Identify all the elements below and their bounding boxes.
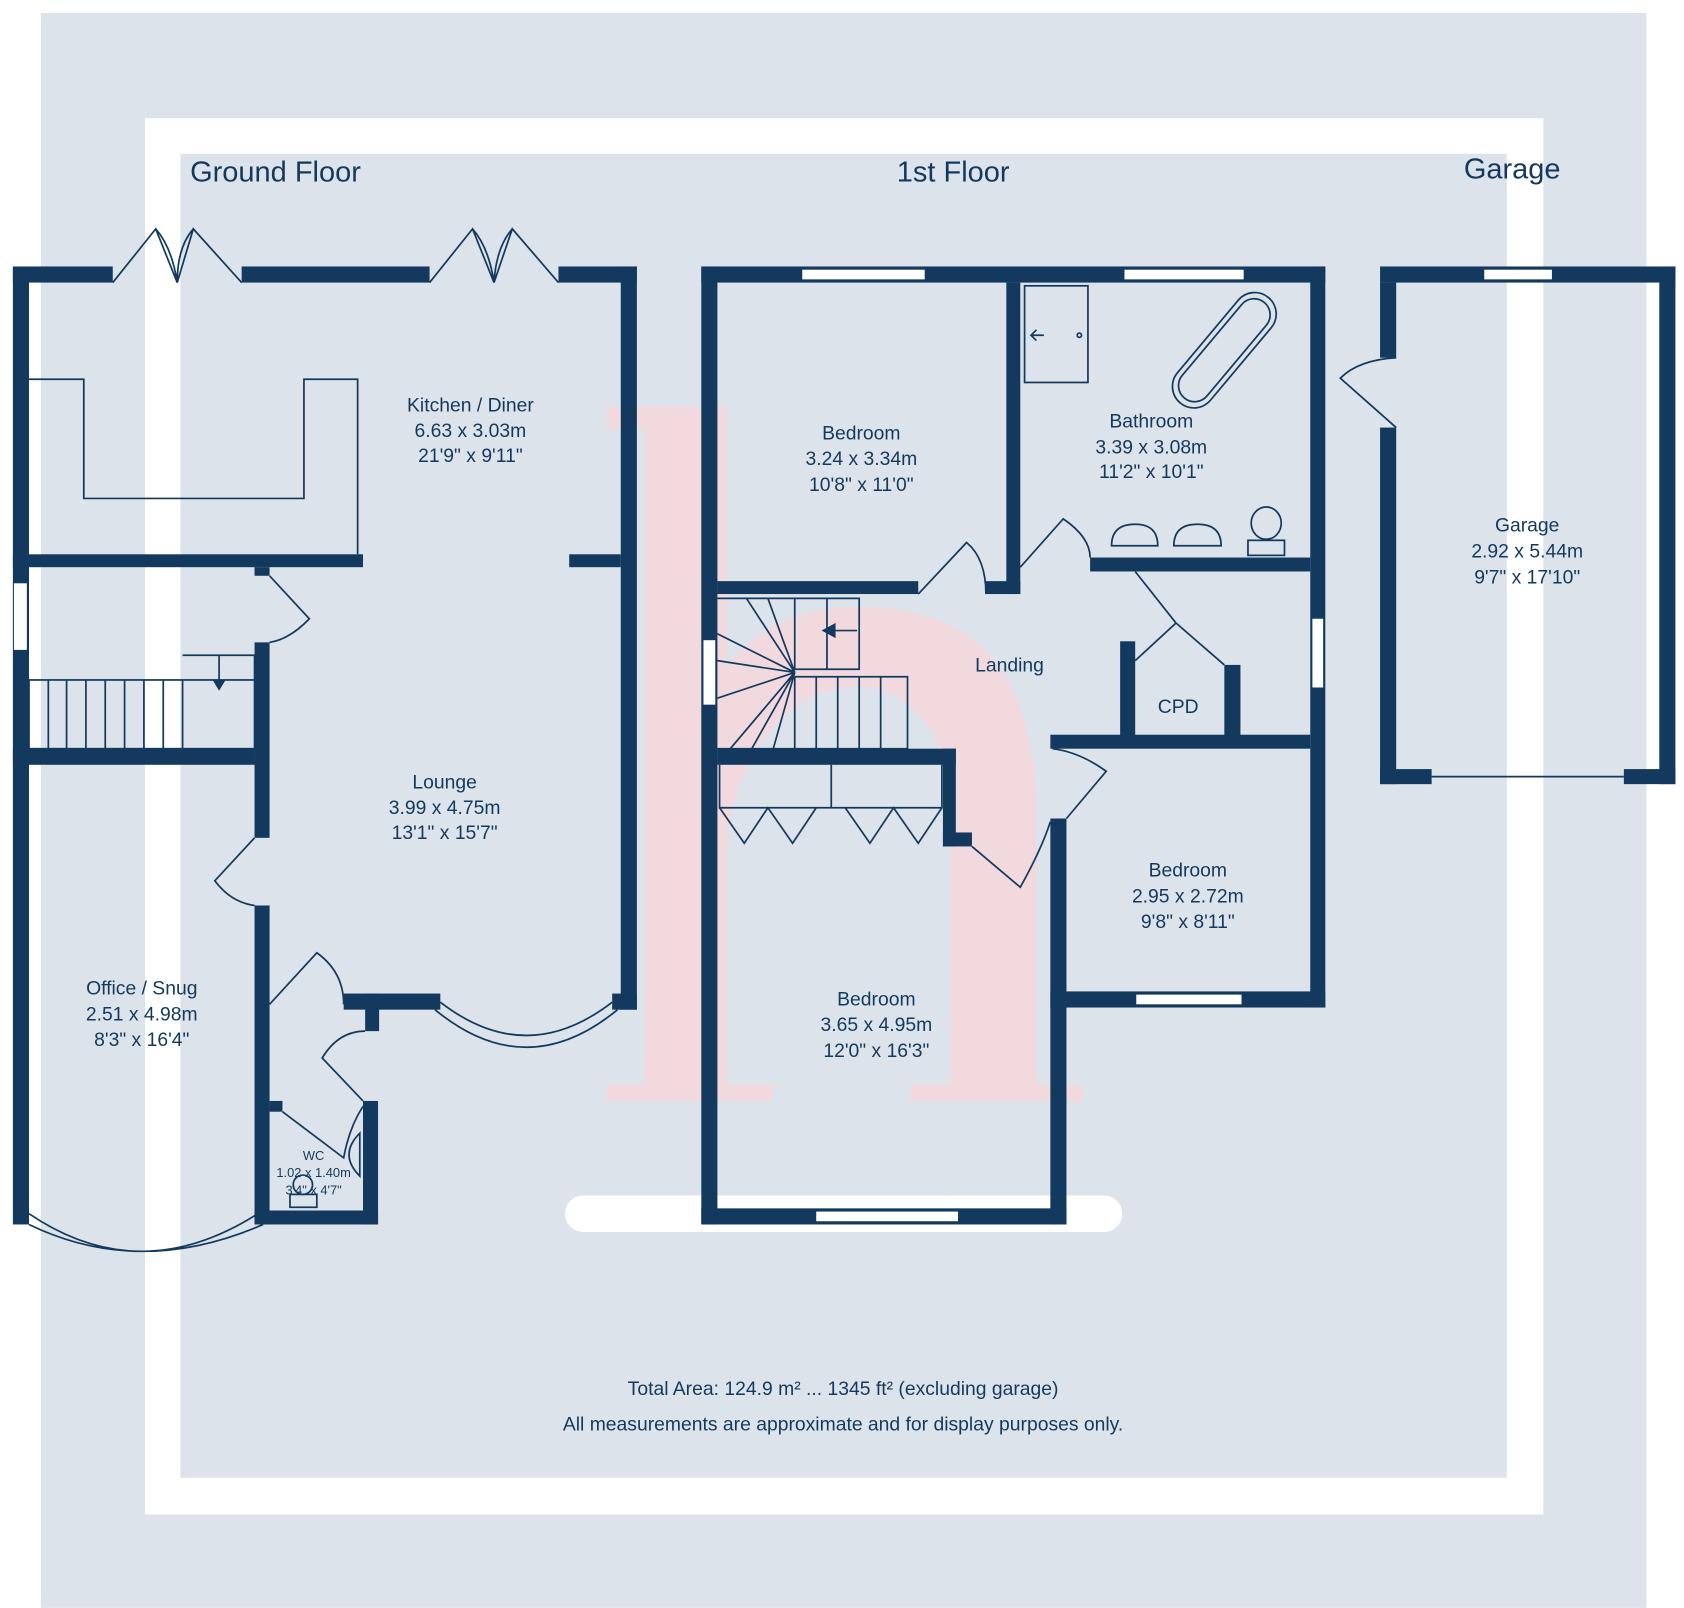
- room-imperial: 3'4" x 4'7": [285, 1182, 342, 1197]
- room-name: Lounge: [412, 772, 477, 793]
- first-floor-walls: [701, 266, 1326, 1225]
- room-cpd: CPD: [1158, 697, 1199, 718]
- plan-background: [40, 13, 1647, 1608]
- ground-floor-title: Ground Floor: [190, 157, 361, 189]
- garage-walls: [1339, 266, 1676, 785]
- room-metric: 2.51 x 4.98m: [86, 1004, 198, 1025]
- room-bedroom-2: Bedroom 2.95 x 2.72m 9'8" x 8'11": [1132, 860, 1244, 933]
- room-garage: Garage 2.92 x 5.44m 9'7" x 17'10": [1471, 516, 1583, 589]
- total-area-text: Total Area: 124.9 m² ... 1345 ft² (exclu…: [628, 1379, 1059, 1400]
- room-imperial: 10'8" x 11'0": [809, 475, 914, 496]
- room-name: WC: [303, 1148, 324, 1163]
- room-metric: 3.99 x 4.75m: [389, 798, 501, 819]
- ground-floor-fixtures: [28, 227, 619, 1253]
- room-imperial: 13'1" x 15'7": [392, 823, 498, 844]
- room-bedroom-3: Bedroom 3.65 x 4.95m 12'0" x 16'3": [820, 989, 932, 1062]
- room-landing: Landing: [975, 655, 1044, 676]
- room-imperial: 8'3" x 16'4": [94, 1030, 189, 1051]
- room-imperial: 21'9" x 9'11": [418, 446, 523, 467]
- room-lounge: Lounge 3.99 x 4.75m 13'1" x 15'7": [389, 772, 501, 843]
- room-name: Bathroom: [1109, 412, 1193, 433]
- room-kitchen-diner: Kitchen / Diner 6.63 x 3.03m 21'9" x 9'1…: [407, 395, 534, 466]
- room-bedroom-1: Bedroom 3.24 x 3.34m 10'8" x 11'0": [805, 423, 917, 496]
- room-office-snug: Office / Snug 2.51 x 4.98m 8'3" x 16'4": [86, 979, 198, 1052]
- room-wc: WC 1.02 x 1.40m 3'4" x 4'7": [276, 1148, 350, 1197]
- room-name: Office / Snug: [86, 979, 197, 1000]
- garage-title: Garage: [1464, 153, 1561, 185]
- room-imperial: 9'7" x 17'10": [1474, 567, 1580, 588]
- room-metric: 3.39 x 3.08m: [1095, 437, 1207, 458]
- disclaimer-text: All measurements are approximate and for…: [563, 1415, 1123, 1436]
- room-name: Garage: [1495, 516, 1559, 537]
- room-metric: 2.92 x 5.44m: [1471, 542, 1583, 563]
- room-imperial: 12'0" x 16'3": [823, 1041, 929, 1062]
- room-name: Kitchen / Diner: [407, 395, 534, 416]
- room-metric: 3.65 x 4.95m: [820, 1015, 932, 1036]
- room-name: Bedroom: [822, 423, 900, 444]
- room-name: Bedroom: [837, 989, 915, 1010]
- room-metric: 3.24 x 3.34m: [805, 449, 917, 470]
- first-floor-title: 1st Floor: [897, 157, 1010, 189]
- room-imperial: 11'2" x 10'1": [1099, 462, 1204, 483]
- staircase-first: [717, 597, 909, 750]
- room-metric: 1.02 x 1.40m: [276, 1165, 350, 1180]
- room-imperial: 9'8" x 8'11": [1141, 912, 1235, 933]
- watermark-logo: [606, 406, 1083, 1101]
- first-floor-fixtures: [717, 284, 1286, 889]
- staircase-ground: [28, 654, 256, 750]
- room-metric: 2.95 x 2.72m: [1132, 886, 1244, 907]
- room-metric: 6.63 x 3.03m: [415, 421, 527, 442]
- room-name: Bedroom: [1149, 860, 1227, 881]
- ground-floor-walls: [12, 266, 637, 1225]
- room-bathroom: Bathroom 3.39 x 3.08m 11'2" x 10'1": [1095, 412, 1207, 483]
